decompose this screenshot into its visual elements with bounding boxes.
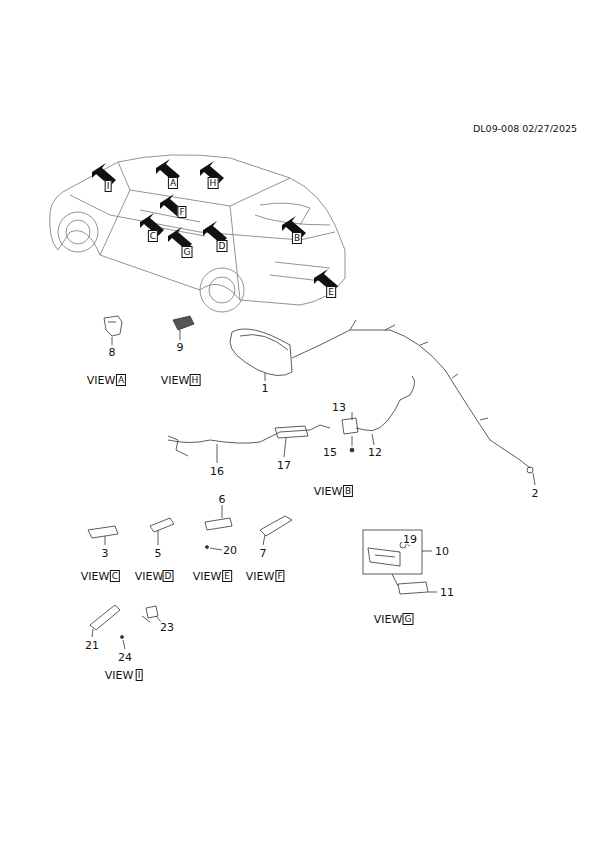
view-letter: I — [105, 180, 112, 192]
view-letter: C — [148, 230, 158, 242]
callout-number: 11 — [439, 587, 455, 598]
callout-number: 20 — [222, 545, 238, 556]
view-letter: E — [326, 286, 336, 298]
callout-number: 9 — [176, 342, 185, 353]
callout-number: 5 — [154, 548, 163, 559]
callout-number: 8 — [108, 347, 117, 358]
callout-number: VIEW — [192, 571, 223, 582]
callout-number: VIEW — [134, 571, 165, 582]
callout-number: 6 — [218, 494, 227, 505]
callout-number: VIEW — [86, 375, 117, 386]
callout-number: 15 — [322, 447, 338, 458]
view-letter: A — [116, 374, 126, 386]
callout-number: 7 — [259, 548, 268, 559]
callout-number: 13 — [331, 402, 347, 413]
callout-number: 19 — [402, 534, 418, 545]
callout-number: 10 — [434, 546, 450, 557]
view-letter: F — [275, 570, 284, 582]
callout-number: 21 — [84, 640, 100, 651]
callout-number: VIEW — [160, 375, 191, 386]
callout-number: VIEW — [245, 571, 276, 582]
view-letter: F — [177, 206, 186, 218]
view-letter: A — [168, 177, 178, 189]
view-letter: E — [222, 570, 232, 582]
callout-number: 16 — [209, 466, 225, 477]
view-letter: H — [190, 374, 201, 386]
callout-number: 2 — [531, 488, 540, 499]
callout-number: 3 — [101, 548, 110, 559]
callout-number: 12 — [367, 447, 383, 458]
view-letter: D — [217, 240, 228, 252]
callout-number: 23 — [159, 622, 175, 633]
document-code: DL09-008 02/27/2025 — [472, 124, 578, 134]
callout-number: VIEW — [373, 614, 404, 625]
view-letter: C — [110, 570, 120, 582]
view-letter: H — [208, 177, 219, 189]
callout-number: 17 — [276, 460, 292, 471]
callout-number: VIEW — [104, 670, 135, 681]
view-letter: G — [403, 613, 414, 625]
callout-number: 1 — [261, 383, 270, 394]
view-letter: B — [343, 485, 353, 497]
view-letter: D — [163, 570, 174, 582]
view-letter: B — [292, 232, 302, 244]
view-letter: I — [136, 669, 143, 681]
callout-number: 24 — [117, 652, 133, 663]
callout-number: VIEW — [313, 486, 344, 497]
view-letter: G — [182, 246, 193, 258]
callout-number: VIEW — [80, 571, 111, 582]
